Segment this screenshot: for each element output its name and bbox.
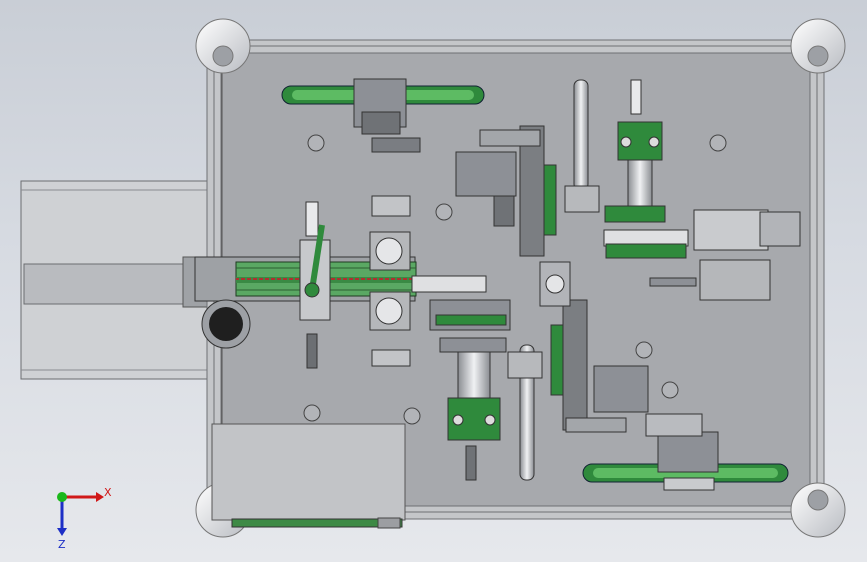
axis-x-label: X (104, 486, 112, 499)
servo-motor-top (455, 129, 541, 227)
gripper-pair (369, 195, 411, 367)
axis-z-label: Z (58, 538, 66, 551)
servo-motor-bottom (565, 365, 649, 433)
push-arm (299, 201, 331, 369)
pneumatic-cylinders (507, 79, 600, 481)
control-box (211, 423, 406, 529)
transfer-cross (411, 125, 588, 431)
coordinate-triad-icon (57, 492, 104, 536)
bottom-green-disc (582, 413, 789, 491)
side-conveyor (20, 180, 224, 380)
index-head-top (604, 79, 666, 223)
mounting-holes (303, 134, 727, 425)
slide-unit-right (603, 209, 801, 301)
index-head-bottom (439, 337, 507, 481)
top-green-disc (281, 78, 485, 153)
